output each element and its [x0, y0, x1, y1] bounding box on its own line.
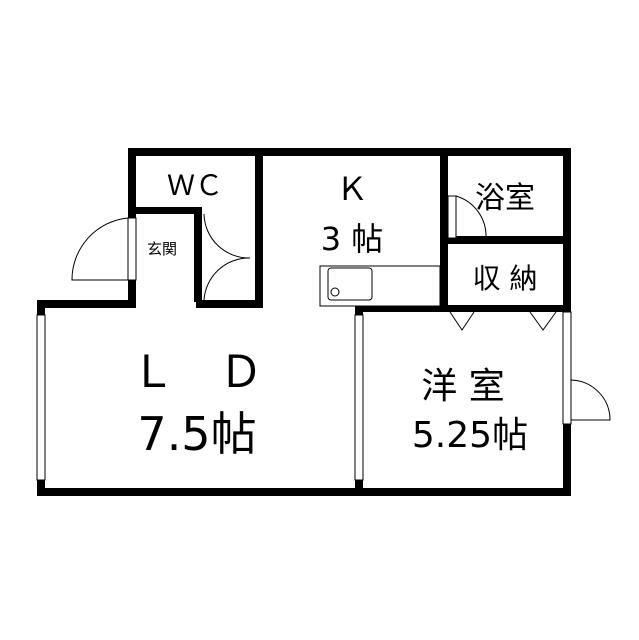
door-right: [562, 311, 572, 425]
room-size-western: 5.25帖: [412, 415, 528, 456]
window-left: [36, 314, 46, 481]
room-label-storage: 収 納: [473, 262, 538, 295]
window-interior: [354, 314, 364, 481]
bath-door: [447, 195, 457, 239]
room-label-wc: ＷＣ: [167, 169, 223, 202]
wc-door-swing: [203, 213, 251, 259]
room-label-entrance: 玄関: [147, 240, 177, 258]
entrance-inner-door-swing: [203, 257, 251, 301]
room-label-living: Ｌ Ｄ: [131, 347, 263, 398]
room-label-bath: 浴室: [475, 181, 535, 216]
room-size-living: 7.5帖: [137, 407, 256, 461]
windows-and-doors: [36, 195, 611, 481]
bath-door-swing: [455, 195, 487, 239]
room-label-western: 洋 室: [421, 366, 504, 407]
door-swing-right: [570, 379, 611, 421]
room-label-kitchen: Ｋ: [336, 170, 368, 208]
closet-door-markers: [449, 311, 557, 331]
entrance-door: [127, 217, 137, 281]
sink-drain: [330, 287, 340, 297]
room-size-kitchen: 3 帖: [321, 220, 384, 258]
entrance-door-swing: [71, 217, 129, 281]
